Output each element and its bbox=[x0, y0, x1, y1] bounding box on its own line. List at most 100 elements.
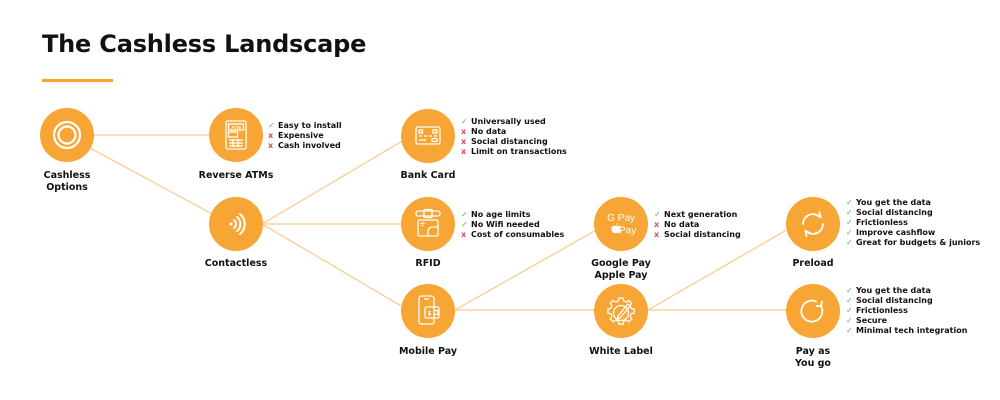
point-item: x No data bbox=[654, 220, 741, 230]
node-rfid bbox=[401, 197, 455, 251]
node-cashless-options bbox=[40, 108, 94, 162]
gpay-applepay-icon: G Pay Pay bbox=[607, 213, 636, 237]
phone-wallet-icon: $ bbox=[418, 295, 440, 325]
point-text: Next generation bbox=[664, 210, 738, 219]
page-title: The Cashless Landscape bbox=[42, 30, 367, 58]
point-text: Frictionless bbox=[856, 218, 908, 227]
gpay-logo-text: G Pay bbox=[607, 213, 635, 224]
cross-icon: x bbox=[268, 141, 274, 150]
apple-logo-icon bbox=[611, 223, 621, 234]
point-text: No data bbox=[664, 220, 700, 229]
point-item: x Limit on transactions bbox=[461, 147, 567, 157]
check-icon: ✓ bbox=[654, 210, 661, 219]
check-icon: ✓ bbox=[461, 210, 468, 219]
node-white-label bbox=[594, 284, 648, 338]
label-line-1: Cashless bbox=[43, 170, 91, 181]
label-pay-as-you-go: Pay as You go bbox=[753, 346, 873, 370]
check-icon: ✓ bbox=[846, 326, 853, 335]
point-text: No age limits bbox=[471, 210, 531, 219]
point-item: ✓Improve cashflow bbox=[846, 228, 980, 238]
line-white-label-preload bbox=[647, 227, 791, 311]
point-item: ✓Social distancing bbox=[846, 296, 967, 306]
label-google-pay-apple-pay: Google Pay Apple Pay bbox=[561, 258, 681, 282]
point-text: Social distancing bbox=[664, 230, 741, 239]
check-icon: ✓ bbox=[846, 218, 853, 227]
label-reverse-atms: Reverse ATMs bbox=[198, 170, 274, 181]
label-cashless-options: Cashless Options bbox=[7, 170, 127, 194]
check-icon: ✓ bbox=[461, 220, 468, 229]
check-icon: ✓ bbox=[846, 228, 853, 237]
gear-pencil-icon bbox=[607, 297, 635, 325]
point-text: Social distancing bbox=[856, 296, 933, 305]
check-icon: ✓ bbox=[846, 198, 853, 207]
point-item: ✓Easy to install bbox=[268, 121, 342, 131]
point-text: Limit on transactions bbox=[471, 147, 567, 156]
point-text: You get the data bbox=[856, 286, 931, 295]
label-contactless: Contactless bbox=[204, 258, 268, 269]
concentric-circles-icon bbox=[52, 120, 82, 150]
point-text: No Wifi needed bbox=[471, 220, 540, 229]
label-preload: Preload bbox=[792, 258, 834, 269]
title-underline bbox=[42, 79, 113, 82]
check-icon: ✓ bbox=[461, 117, 468, 126]
line-mobile-pay-gpay bbox=[454, 228, 599, 311]
cross-icon: x bbox=[268, 131, 274, 140]
svg-text:Pay: Pay bbox=[619, 226, 636, 237]
point-text: Frictionless bbox=[856, 306, 908, 315]
circular-arrow-icon bbox=[800, 299, 824, 323]
point-text: Easy to install bbox=[278, 121, 342, 130]
label-white-label: White Label bbox=[589, 346, 653, 357]
node-pay-as-you-go bbox=[786, 284, 840, 338]
cross-icon: x bbox=[461, 230, 467, 239]
point-item: ✓No Wifi needed bbox=[461, 220, 564, 230]
label-line-1: Pay as bbox=[795, 346, 831, 357]
check-icon: ✓ bbox=[846, 316, 853, 325]
label-line-1: Google Pay bbox=[591, 258, 651, 269]
point-item: ✓Minimal tech integration bbox=[846, 326, 967, 336]
line-contactless-mobile-pay bbox=[261, 223, 404, 308]
point-item: ✓Secure bbox=[846, 316, 967, 326]
node-mobile-pay: $ bbox=[401, 284, 455, 338]
contactless-wave-icon bbox=[229, 213, 246, 235]
point-text: Social distancing bbox=[856, 208, 933, 217]
label-mobile-pay: Mobile Pay bbox=[398, 346, 458, 357]
node-bank-card bbox=[401, 109, 455, 163]
cross-icon: x bbox=[461, 147, 467, 156]
point-item: ✓You get the data bbox=[846, 198, 980, 208]
cross-icon: x bbox=[654, 220, 660, 229]
point-text: Great for budgets & juniors bbox=[856, 238, 981, 247]
label-line-2: Options bbox=[46, 182, 88, 193]
preload-points: ✓You get the data ✓Social distancing ✓Fr… bbox=[846, 198, 980, 248]
line-cashless-contactless bbox=[89, 147, 215, 216]
label-line-2: Apple Pay bbox=[594, 270, 648, 281]
point-text: No data bbox=[471, 127, 507, 136]
rfid-wristband-card-icon bbox=[415, 208, 441, 237]
pay-as-you-go-points: ✓You get the data ✓Social distancing ✓Fr… bbox=[846, 286, 967, 336]
point-text: You get the data bbox=[856, 198, 931, 207]
node-google-pay-apple-pay: G Pay Pay bbox=[594, 197, 648, 251]
check-icon: ✓ bbox=[846, 296, 853, 305]
point-item: ✓No age limits bbox=[461, 210, 564, 220]
check-icon: ✓ bbox=[846, 238, 853, 247]
svg-text:$: $ bbox=[428, 312, 432, 318]
atm-icon: ATM bbox=[225, 120, 247, 150]
check-icon: ✓ bbox=[846, 286, 853, 295]
check-icon: ✓ bbox=[268, 121, 275, 130]
refresh-arrows-icon bbox=[802, 211, 824, 237]
cross-icon: x bbox=[461, 137, 467, 146]
point-item: ✓Frictionless bbox=[846, 306, 967, 316]
point-item: ✓Universally used bbox=[461, 117, 567, 127]
node-contactless bbox=[209, 197, 263, 251]
check-icon: ✓ bbox=[846, 208, 853, 217]
cross-icon: x bbox=[461, 127, 467, 136]
label-rfid: RFID bbox=[415, 258, 441, 269]
point-text: Minimal tech integration bbox=[856, 326, 968, 335]
